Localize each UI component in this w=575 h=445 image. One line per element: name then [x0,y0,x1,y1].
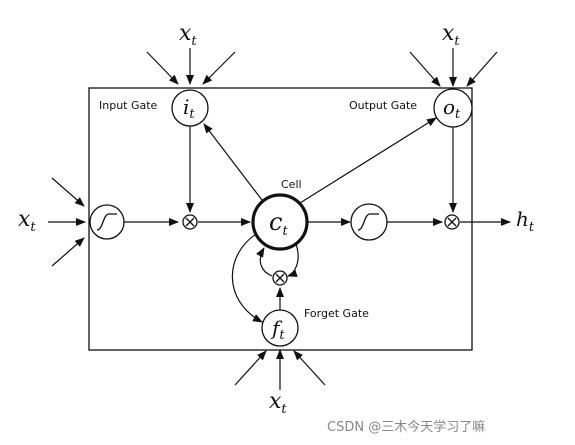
output-squash-node [350,203,388,241]
cell-symbol: ct [269,208,288,239]
cell-node: ct Cell [251,178,309,251]
forget-multiply-node [272,270,288,286]
input-multiply-node [182,214,198,230]
cell-label: Cell [281,178,302,191]
sigmoid-icon [357,213,379,231]
output-gate-symbol: ot [443,95,461,122]
input-gate-symbol: it [183,95,195,122]
bottom-input: xt [234,349,326,417]
bottom-x-label: xt [269,389,287,417]
left-input: xt [18,177,86,267]
watermark-text: CSDN @三木今天学习了嘛 [327,419,485,435]
forget-gate-label: Forget Gate [304,307,369,320]
output-gate-node: xt ot Output Gate [349,21,498,128]
output-multiply-node [444,214,460,230]
left-x-label: xt [18,207,36,235]
output-gate-x-label: xt [442,21,460,49]
sigmoid-icon [96,213,117,231]
input-gate-node: xt it Input Gate [99,21,236,127]
output-gate-label: Output Gate [349,99,417,112]
input-gate-x-label: xt [179,21,197,49]
output-h-label: ht [516,207,535,235]
input-squash-node [89,204,125,240]
input-gate-label: Input Gate [99,99,158,112]
forget-gate-node: ft Forget Gate [261,307,369,347]
